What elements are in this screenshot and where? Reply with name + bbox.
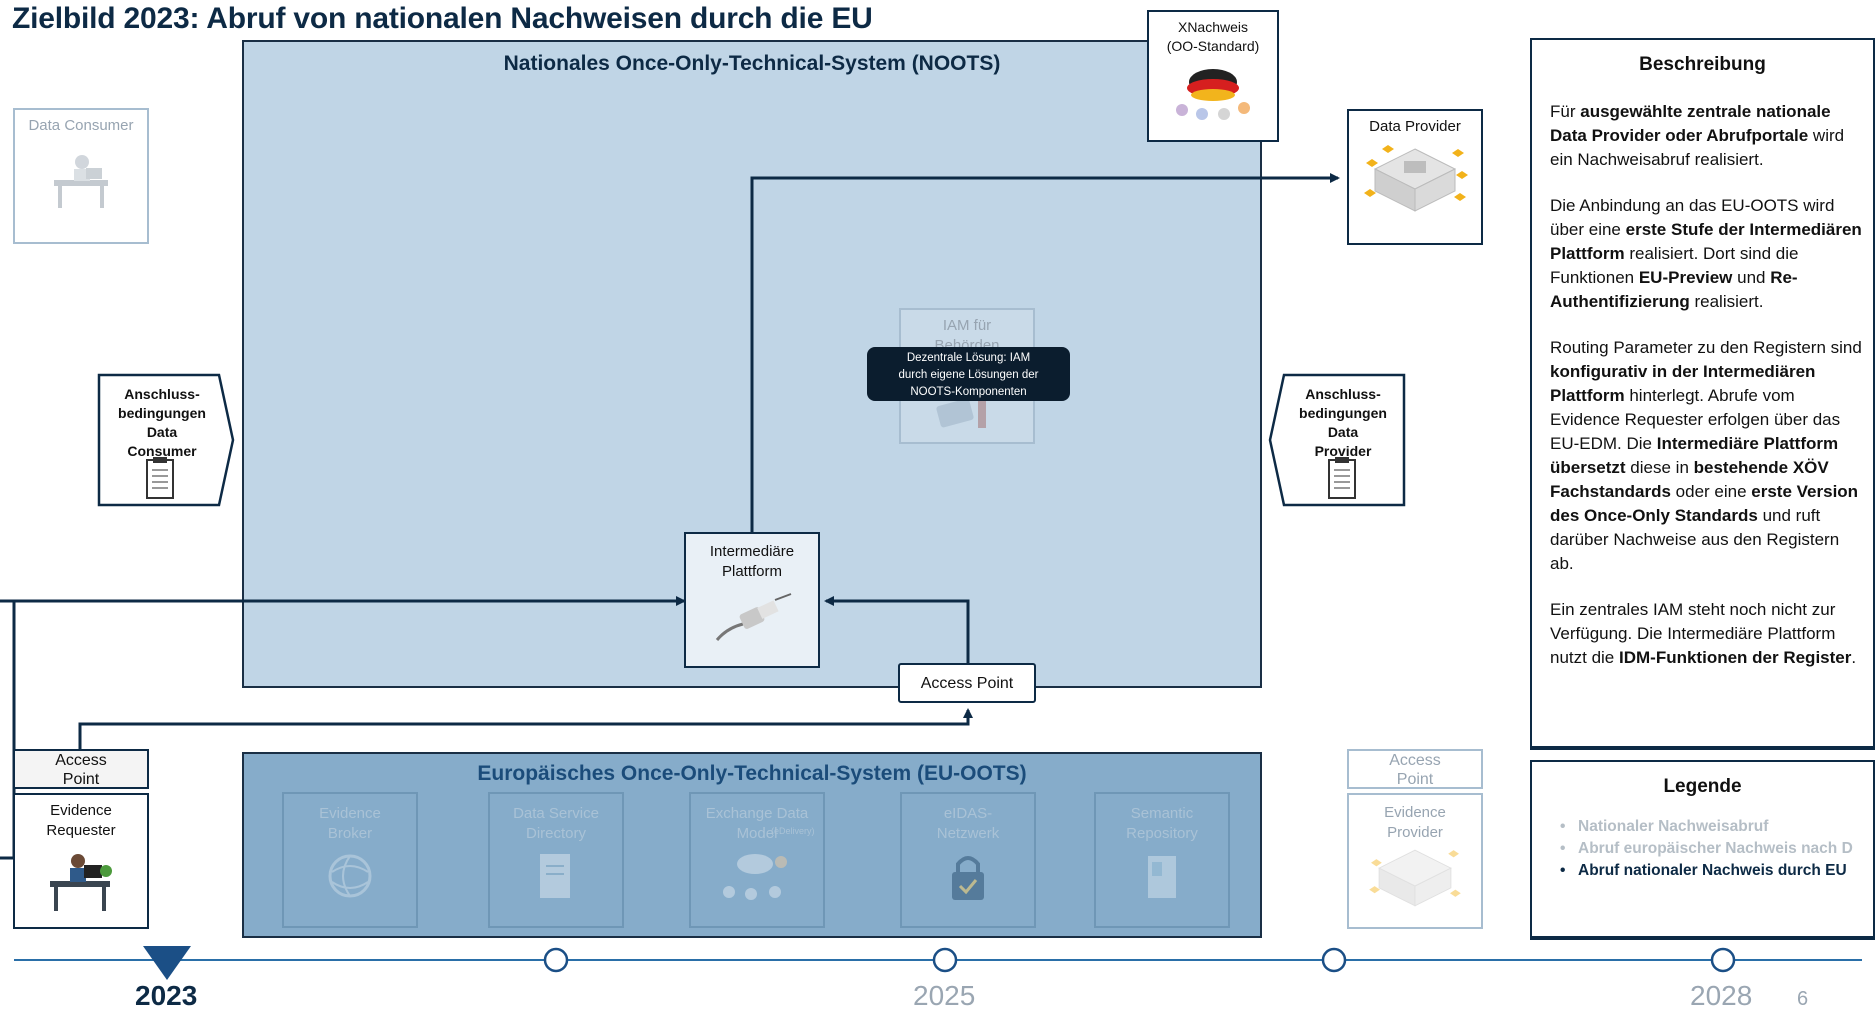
timeline-milestone[interactable] — [932, 947, 958, 973]
iam-tooltip: Dezentrale Lösung: IAM durch eigene Lösu… — [867, 347, 1070, 401]
beschreibung-text: Für ausgewählte zentrale nationale Data … — [1532, 76, 1873, 670]
legende-title: Legende — [1663, 776, 1742, 797]
lock-icon — [952, 856, 984, 900]
eidas-netzwerk-box[interactable]: eIDAS- Netzwerk — [900, 792, 1036, 928]
clipboard-checklist-icon — [146, 457, 174, 499]
eidas-netzwerk-label: eIDAS- Netzwerk — [936, 805, 1000, 842]
beschreibung-title: Beschreibung — [1639, 54, 1766, 75]
data-consumer-box[interactable]: Data Consumer — [13, 108, 149, 244]
timeline-current-marker — [143, 946, 191, 980]
evidence-broker-label: Evidence Broker — [319, 805, 381, 842]
arrow-to-data-provider — [750, 173, 1340, 537]
access-point-right[interactable]: Access Point — [1347, 749, 1483, 789]
access-point-left-label: Access Point — [55, 752, 107, 788]
evidence-provider-box[interactable]: Evidence Provider — [1347, 793, 1483, 929]
data-provider-box[interactable]: Data Provider — [1347, 109, 1483, 245]
access-point-center[interactable]: Access Point — [898, 663, 1036, 703]
page-title: Zielbild 2023: Abruf von nationalen Nach… — [12, 2, 873, 35]
timeline-year-2023: 2023 — [135, 980, 198, 1011]
beschreibung-paragraph: Die Anbindung an das EU-OOTS wird über e… — [1550, 196, 1862, 311]
exchange-data-model-label: Exchange Data Model — [705, 805, 809, 842]
cloud-network-icon — [723, 854, 787, 900]
desk-worker-icon — [50, 854, 112, 911]
beschreibung-paragraph: Routing Parameter zu den Registern sind … — [1550, 338, 1862, 573]
plug-connector-icon — [715, 593, 792, 641]
anschluss-provider-label: Anschluss- bedingungen Data Provider — [1299, 386, 1387, 459]
semantic-repository-box[interactable]: Semantic Repository — [1094, 792, 1230, 928]
xnachweis-label: XNachweis (OO-Standard) — [1166, 19, 1260, 54]
intermediaere-plattform-label: Intermediäre Plattform — [709, 543, 795, 580]
beschreibung-panel: Beschreibung Für ausgewählte zentrale na… — [1530, 38, 1875, 750]
beschreibung-paragraph: Für ausgewählte zentrale nationale Data … — [1550, 102, 1845, 169]
iam-tooltip-text: Dezentrale Lösung: IAM durch eigene Lösu… — [898, 352, 1039, 398]
timeline-milestone[interactable] — [1321, 947, 1347, 973]
building-icon — [1369, 849, 1461, 907]
xnachweis-box[interactable]: XNachweis (OO-Standard) — [1147, 10, 1279, 142]
timeline-milestone[interactable] — [543, 947, 569, 973]
access-point-left[interactable]: Access Point — [13, 749, 149, 789]
exchange-data-model-box[interactable]: Exchange Data Model (eDelivery) — [689, 792, 825, 928]
anschluss-consumer-label: Anschluss- bedingungen Data Consumer — [118, 386, 206, 459]
intermediaere-plattform-box[interactable]: Intermediäre Plattform — [684, 532, 820, 668]
semantic-repository-label: Semantic Repository — [1126, 805, 1198, 842]
anschluss-provider-shape — [1268, 373, 1406, 507]
arrow-access-point-to-intermediaere — [824, 596, 970, 664]
evidence-requester-label: Evidence Requester — [46, 802, 116, 839]
timeline-milestone[interactable] — [1710, 947, 1736, 973]
access-point-right-label: Access Point — [1389, 752, 1441, 788]
legende-item: Nationaler Nachweisabruf — [1560, 816, 1873, 838]
noots-title: Nationales Once-Only-Technical-System (N… — [503, 52, 1001, 75]
timeline-year-2025: 2025 — [913, 980, 976, 1011]
legende-list: Nationaler NachweisabrufAbruf europäisch… — [1532, 816, 1873, 882]
access-point-center-label: Access Point — [920, 675, 1014, 692]
building-icon — [1364, 145, 1468, 212]
legende-item: Abruf europäischer Nachweis nach D — [1560, 838, 1873, 860]
eu-oots-title: Europäisches Once-Only-Technical-System … — [477, 762, 1027, 785]
repository-folder-icon — [1148, 856, 1176, 898]
evidence-requester-box[interactable]: Evidence Requester — [13, 793, 149, 929]
timeline-year-2028: 2028 — [1690, 980, 1753, 1011]
exchange-data-model-sub: (eDelivery) — [771, 826, 815, 836]
arrow-access-point-left-to-center — [78, 708, 973, 749]
data-provider-label: Data Provider — [1369, 118, 1461, 135]
data-service-directory-box[interactable]: Data Service Directory — [488, 792, 624, 928]
data-service-directory-label: Data Service Directory — [513, 805, 599, 842]
iam-phone-icon — [936, 398, 986, 428]
desk-worker-icon — [54, 155, 108, 208]
timeline — [14, 946, 1862, 980]
clipboard-checklist-icon — [1328, 457, 1356, 499]
legende-panel: Legende Nationaler NachweisabrufAbruf eu… — [1530, 760, 1875, 940]
data-consumer-label: Data Consumer — [28, 117, 134, 134]
xnachweis-cloud-icon — [1176, 69, 1250, 120]
legende-item: Abruf nationaler Nachweis durch EU — [1560, 860, 1873, 882]
beschreibung-paragraph: Ein zentrales IAM steht noch nicht zur V… — [1550, 600, 1857, 667]
document-folder-icon — [540, 854, 570, 898]
anschluss-consumer-shape — [97, 373, 235, 507]
page-number: 6 — [1797, 988, 1809, 1010]
evidence-broker-box[interactable]: Evidence Broker — [282, 792, 418, 928]
line-evidence-requester-left — [0, 599, 16, 860]
globe-network-icon — [328, 854, 372, 898]
evidence-provider-label: Evidence Provider — [1384, 804, 1446, 841]
